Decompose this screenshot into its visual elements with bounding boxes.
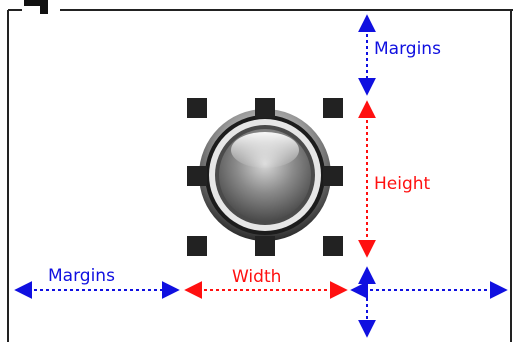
handle-bottom-right-icon[interactable]: [323, 236, 343, 256]
height-label: Height: [374, 174, 431, 194]
handle-bottom-center-icon[interactable]: [255, 236, 275, 256]
width-label: Width: [232, 267, 281, 287]
resize-handles: [187, 98, 343, 256]
handle-top-left-icon[interactable]: [187, 98, 207, 118]
handle-top-right-icon[interactable]: [323, 98, 343, 118]
top-margin-label: Margins: [374, 39, 441, 59]
handle-bottom-left-icon[interactable]: [187, 236, 207, 256]
container-frame: [7, 9, 513, 342]
handle-middle-right-icon[interactable]: [323, 166, 343, 186]
handle-top-center-icon[interactable]: [255, 98, 275, 118]
left-margin-label: Margins: [48, 266, 115, 286]
cropped-title-fragment: [24, 0, 48, 14]
handle-middle-left-icon[interactable]: [187, 166, 207, 186]
knob-button-icon: [199, 109, 331, 241]
